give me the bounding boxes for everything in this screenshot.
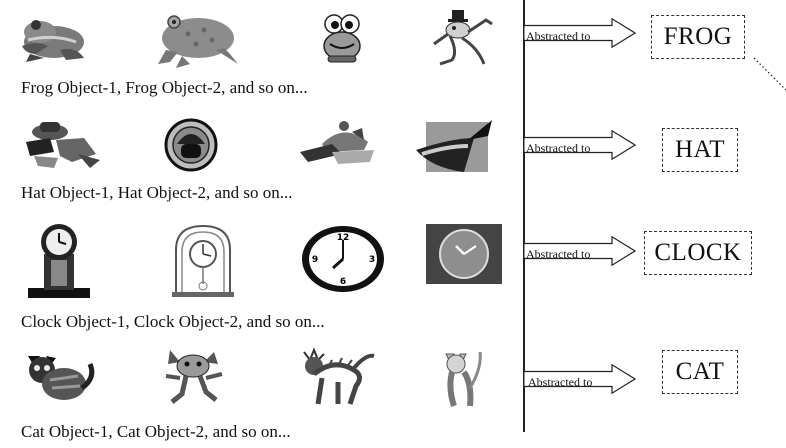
standing-cat-icon <box>440 348 488 412</box>
clock-caption: Clock Object-1, Clock Object-2, and so o… <box>21 312 325 331</box>
sitting-cat-icon <box>20 348 100 402</box>
abstraction-arrow-clock: Abstracted to <box>524 235 637 271</box>
cartoon-cat-icon <box>160 346 230 406</box>
hat-caption: Hat Object-1, Hat Object-2, and so on... <box>21 183 293 202</box>
svg-text:9: 9 <box>312 255 318 265</box>
abstraction-arrow-frog: Abstracted to <box>524 17 637 53</box>
arrow-label: Abstracted to <box>526 140 591 155</box>
svg-text:6: 6 <box>340 277 346 287</box>
concept-box-clock: CLOCK <box>644 231 752 275</box>
helmet-icon <box>164 118 218 172</box>
toad-icon <box>152 10 244 70</box>
scared-cat-icon <box>294 346 378 408</box>
square-clock-icon <box>426 224 502 284</box>
frog-with-hat-icon <box>424 8 496 70</box>
vertical-divider <box>523 0 525 432</box>
cat-caption: Cat Object-1, Cat Object-2, and so on... <box>21 422 291 441</box>
mantel-clock-icon <box>20 222 98 300</box>
arrow-label: Abstracted to <box>526 28 591 43</box>
svg-text:3: 3 <box>369 255 375 265</box>
frog-photo-icon <box>16 10 88 68</box>
hats-pile-icon <box>20 118 102 170</box>
svg-text:12: 12 <box>337 233 350 243</box>
cartoon-frog-icon <box>318 12 366 64</box>
frog-caption: Frog Object-1, Frog Object-2, and so on.… <box>21 78 308 97</box>
concept-box-cat: CAT <box>662 350 738 394</box>
wall-clock-icon: 12 3 6 9 <box>300 224 386 294</box>
cap-icon <box>292 118 380 168</box>
abstraction-arrow-hat: Abstracted to <box>524 129 637 165</box>
abstraction-arrow-cat: Abstracted to <box>524 363 637 399</box>
concept-box-frog: FROG <box>651 15 745 59</box>
party-hat-icon <box>412 116 494 174</box>
grandfather-clock-icon <box>166 222 240 298</box>
concept-box-hat: HAT <box>662 128 738 172</box>
arrow-label: Abstracted to <box>528 374 593 389</box>
arrow-label: Abstracted to <box>526 246 591 261</box>
